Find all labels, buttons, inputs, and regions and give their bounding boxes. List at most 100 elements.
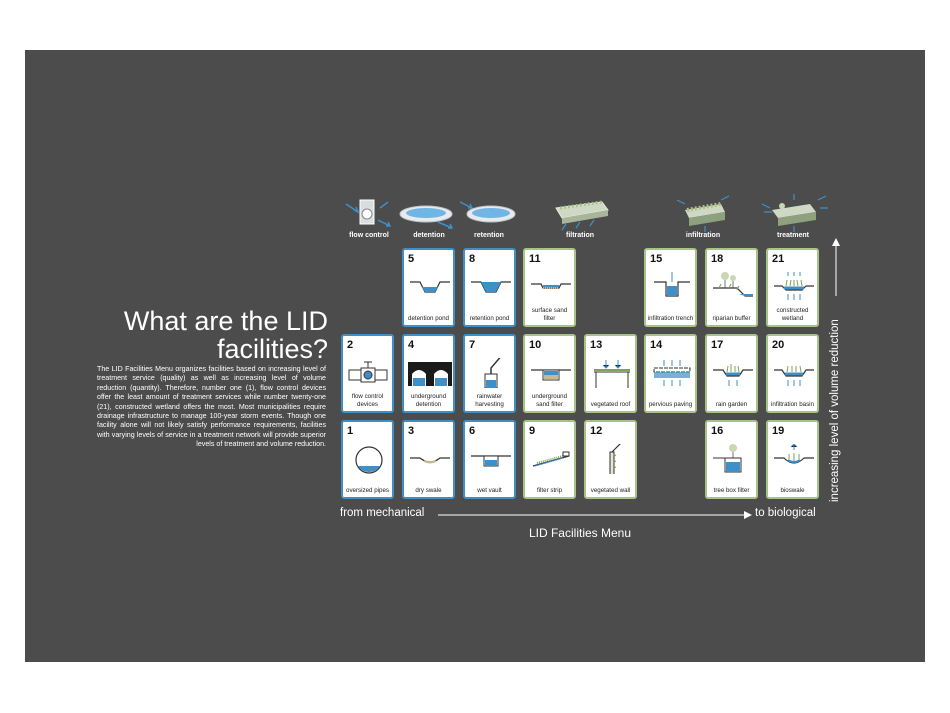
facility-tile-14[interactable]: 14 pervious paving	[644, 334, 697, 413]
tile-number: 11	[529, 253, 541, 265]
retention-basin-icon	[459, 201, 516, 223]
facility-tile-10[interactable]: 10 underground sand filter	[523, 334, 576, 413]
tree-box-filter-icon	[713, 444, 742, 473]
tile-label: oversized pipes	[346, 486, 389, 494]
wet-vault-icon	[471, 455, 511, 467]
tile-label: flow control devices	[351, 393, 384, 408]
facility-tile-21[interactable]: 21 constructed wetland	[766, 248, 819, 327]
vertical-axis-label: increasing level of volume reduction	[829, 319, 841, 502]
tile-label: rainwater harvesting	[475, 393, 504, 408]
facility-tile-5[interactable]: 5 detention pond	[402, 248, 455, 327]
tile-label: infiltration trench	[647, 314, 694, 322]
vegetated-roof-icon	[594, 360, 630, 388]
facility-tile-15[interactable]: 15 infiltration trench	[644, 248, 697, 327]
menu-caption: LID Facilities Menu	[528, 526, 632, 540]
facility-tile-2[interactable]: 2 flow control devices	[341, 334, 394, 413]
tile-number: 12	[590, 425, 603, 437]
tile-label: pervious paving	[648, 400, 693, 408]
tile-number: 19	[772, 425, 785, 437]
facility-tile-1[interactable]: 1 oversized pipes	[341, 420, 394, 499]
tile-label: surface sand filter	[531, 307, 568, 322]
flow-control-icon	[345, 199, 392, 227]
facility-tile-19[interactable]: 19 bioswale	[766, 420, 819, 499]
facility-tile-6[interactable]: 6 wet vault	[463, 420, 516, 499]
facility-tile-13[interactable]: 13 vegetated roof	[584, 334, 637, 413]
facility-tile-4[interactable]: 4 underground detention	[402, 334, 455, 413]
tile-label: tree box filter	[713, 486, 750, 494]
tile-number: 15	[650, 253, 663, 265]
vegetated-wall-icon	[609, 444, 621, 474]
facility-tile-9[interactable]: 9 filter strip	[523, 420, 576, 499]
axis-start-label: from mechanical	[340, 507, 425, 519]
tile-number: 1	[347, 425, 354, 437]
tile-label: dry swale	[415, 486, 442, 494]
category-flow-control: flow control	[349, 232, 389, 239]
tile-label: underground sand filter	[531, 393, 568, 408]
tile-label: filter strip	[536, 486, 563, 494]
tile-label: infiltration basin	[771, 400, 814, 408]
tile-label: detention pond	[408, 314, 449, 322]
filtration-icon	[555, 200, 609, 231]
constructed-wetland-icon	[774, 272, 814, 300]
facility-tile-11[interactable]: 11 surface sand filter	[523, 248, 576, 327]
tile-label: underground detention	[410, 393, 447, 408]
tile-number: 4	[408, 339, 415, 351]
tile-number: 6	[469, 425, 476, 437]
filter-strip-icon	[532, 451, 570, 467]
tile-label: retention pond	[469, 314, 510, 322]
tile-label: bioswale	[780, 486, 805, 494]
underground-detention-icon	[408, 362, 452, 386]
rain-garden-icon	[713, 364, 753, 386]
riparian-buffer-icon	[713, 272, 753, 297]
tile-number: 10	[529, 339, 542, 351]
tile-number: 16	[711, 425, 724, 437]
infiltration-icon	[676, 195, 730, 232]
tile-label: riparian buffer	[712, 314, 751, 322]
tile-number: 9	[529, 425, 536, 437]
tile-number: 18	[711, 253, 724, 265]
tile-label: wet vault	[477, 486, 502, 494]
pervious-paving-icon	[653, 360, 691, 386]
treatment-icon	[761, 194, 828, 232]
category-infiltration: infiltration	[685, 232, 721, 239]
bioswale-icon	[774, 444, 814, 464]
flow-control-device-icon	[348, 361, 388, 383]
tile-label: rain garden	[715, 400, 748, 408]
title-line-2: facilities?	[216, 334, 328, 364]
title-line-1: What are the LID	[123, 306, 328, 336]
oversized-pipe-icon	[355, 446, 383, 474]
facility-tile-18[interactable]: 18 riparian buffer	[705, 248, 758, 327]
tile-label: constructed wetland	[776, 307, 809, 322]
surface-sand-filter-icon	[531, 283, 571, 289]
category-detention: detention	[413, 232, 445, 239]
tile-number: 20	[772, 339, 785, 351]
axis-end-label: to biological	[755, 507, 816, 519]
facility-tile-7[interactable]: 7 rainwater harvesting	[463, 334, 516, 413]
tile-label: vegetated roof	[590, 400, 631, 408]
category-retention: retention	[474, 232, 504, 239]
vertical-axis-arrow	[832, 238, 840, 296]
retention-pond-icon	[471, 281, 511, 293]
rainwater-harvesting-icon	[484, 358, 501, 388]
tile-number: 7	[469, 339, 476, 351]
category-filtration: filtration	[566, 232, 594, 239]
tile-number: 3	[408, 425, 415, 437]
facility-tile-8[interactable]: 8 retention pond	[463, 248, 516, 327]
dry-swale-icon	[410, 457, 450, 464]
facility-tile-20[interactable]: 20 infiltration basin	[766, 334, 819, 413]
page-title: What are the LID facilities?	[68, 307, 328, 363]
facility-tile-17[interactable]: 17 rain garden	[705, 334, 758, 413]
tile-label: vegetated wall	[590, 486, 631, 494]
detention-pond-icon	[410, 281, 450, 293]
tile-number: 17	[711, 339, 724, 351]
category-treatment: treatment	[777, 232, 809, 239]
tile-number: 21	[772, 253, 785, 265]
facility-tile-16[interactable]: 16 tree box filter	[705, 420, 758, 499]
facility-tile-3[interactable]: 3 dry swale	[402, 420, 455, 499]
tile-number: 2	[347, 339, 354, 351]
description-text: The LID Facilities Menu organizes facili…	[97, 365, 326, 449]
tile-number: 13	[590, 339, 603, 351]
detention-basin-icon	[399, 205, 454, 229]
horizontal-axis-arrow	[438, 511, 752, 519]
facility-tile-12[interactable]: 12 vegetated wall	[584, 420, 637, 499]
